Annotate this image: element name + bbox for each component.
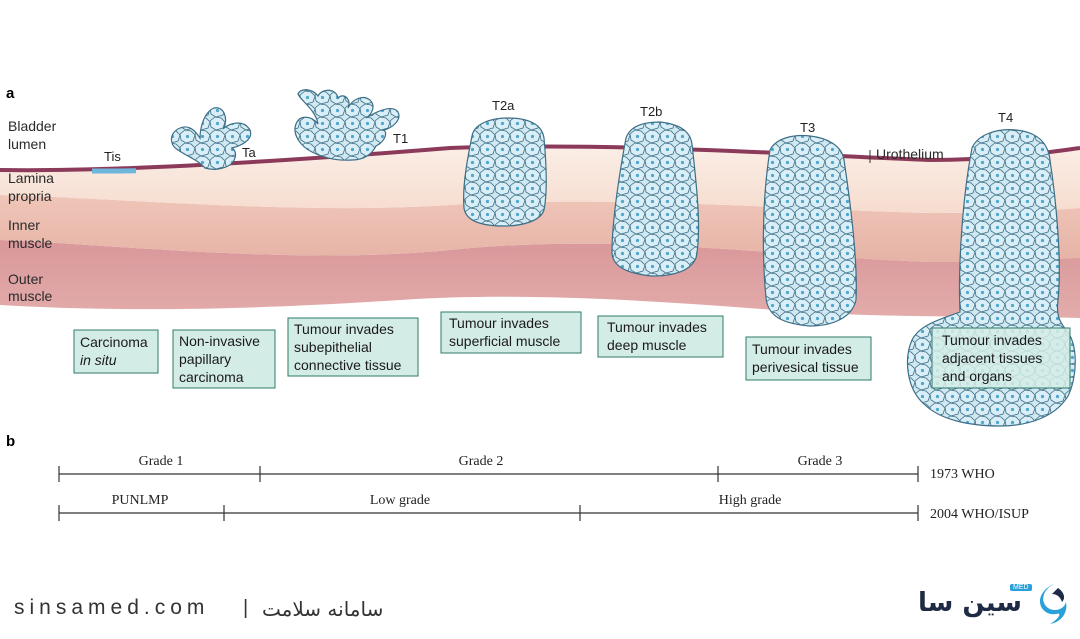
description-boxes: Carcinoma in situ Non-invasive papillary… (73, 311, 1071, 389)
punlmp-label: PUNLMP (112, 493, 169, 508)
layer-labels: Bladder lumen Lamina propria Inner muscl… (8, 118, 944, 304)
description-t1-line-1: Tumour invades (294, 321, 394, 337)
description-t2a-line-2: superficial muscle (449, 333, 560, 349)
stage-labels: Tis Ta T1 T2a T2b T3 T4 (104, 98, 1013, 164)
footer-site-url: sinsamed.com (14, 596, 210, 619)
bladder-lumen-label-1: Bladder (8, 118, 57, 134)
description-t3-line-2: perivesical tissue (752, 359, 859, 375)
stage-label-t1: T1 (393, 131, 408, 146)
description-ta-line-3: carcinoma (179, 369, 244, 385)
panel-label-b: b (6, 433, 15, 450)
inner-muscle-label-1: Inner (8, 217, 40, 233)
brand-name: سین سا (918, 588, 1022, 618)
footer-tagline: سامانه سلامت (262, 597, 384, 621)
tumour-t2a (463, 117, 547, 227)
description-ta-line-1: Non-invasive (179, 333, 260, 349)
description-t3-line-1: Tumour invades (752, 341, 852, 357)
description-box-t3: Tumour invades perivesical tissue (745, 336, 872, 381)
grading-2004-who-isup: PUNLMP Low grade High grade 2004 WHO/ISU… (58, 493, 1029, 522)
description-t2a-line-1: Tumour invades (449, 315, 549, 331)
outer-muscle-label-2: muscle (8, 288, 53, 304)
lamina-propria-label-1: Lamina (8, 170, 54, 186)
description-t4-line-1: Tumour invades (942, 332, 1042, 348)
lamina-propria-label-2: propria (8, 188, 52, 204)
system-2004-label: 2004 WHO/ISUP (930, 507, 1029, 522)
tumour-t2b (611, 121, 700, 277)
brand-mark-icon (1039, 584, 1067, 624)
description-box-tis: Carcinoma in situ (73, 329, 159, 374)
footer-separator: | (243, 597, 249, 619)
description-box-t2b: Tumour invades deep muscle (597, 315, 724, 358)
description-t1-line-2: subepithelial (294, 339, 372, 355)
description-box-t2a: Tumour invades superficial muscle (440, 311, 582, 354)
stage-label-t2a: T2a (492, 98, 515, 113)
description-t4-line-2: adjacent tissues (942, 350, 1042, 366)
tumour-t3 (762, 134, 857, 327)
stage-label-t4: T4 (998, 110, 1013, 125)
system-1973-label: 1973 WHO (930, 467, 995, 482)
tumour-ta (170, 107, 252, 170)
brand-logo: سین سا MED (918, 580, 1073, 630)
stage-label-t3: T3 (800, 120, 815, 135)
bladder-lumen-label-2: lumen (8, 136, 46, 152)
description-t2b-line-2: deep muscle (607, 337, 687, 353)
brand-med-tag: MED (1010, 584, 1032, 591)
description-t1-line-3: connective tissue (294, 357, 402, 373)
grade-3-label: Grade 3 (798, 454, 843, 469)
urothelium-label: Urothelium (876, 146, 944, 162)
inner-muscle-label-2: muscle (8, 235, 53, 251)
description-tis-line-1: Carcinoma (80, 334, 148, 350)
stage-label-t2b: T2b (640, 104, 662, 119)
tumour-t1 (294, 89, 400, 161)
description-box-ta: Non-invasive papillary carcinoma (172, 329, 276, 389)
outer-muscle-label-1: Outer (8, 271, 43, 287)
grading-1973-who: Grade 1 Grade 2 Grade 3 1973 WHO (58, 454, 995, 482)
low-grade-label: Low grade (370, 493, 430, 508)
description-box-t4: Tumour invades adjacent tissues and orga… (931, 327, 1071, 389)
description-t2b-line-1: Tumour invades (607, 319, 707, 335)
grade-1-label: Grade 1 (139, 454, 184, 469)
description-ta-line-2: papillary (179, 351, 231, 367)
panel-label-a: a (6, 85, 15, 102)
description-t4-line-3: and organs (942, 368, 1012, 384)
high-grade-label: High grade (719, 493, 782, 508)
description-tis-line-2: in situ (80, 352, 117, 368)
description-box-t1: Tumour invades subepithelial connective … (287, 317, 419, 377)
stage-label-ta: Ta (242, 145, 257, 160)
grade-2-label: Grade 2 (459, 454, 504, 469)
stage-label-tis: Tis (104, 149, 121, 164)
